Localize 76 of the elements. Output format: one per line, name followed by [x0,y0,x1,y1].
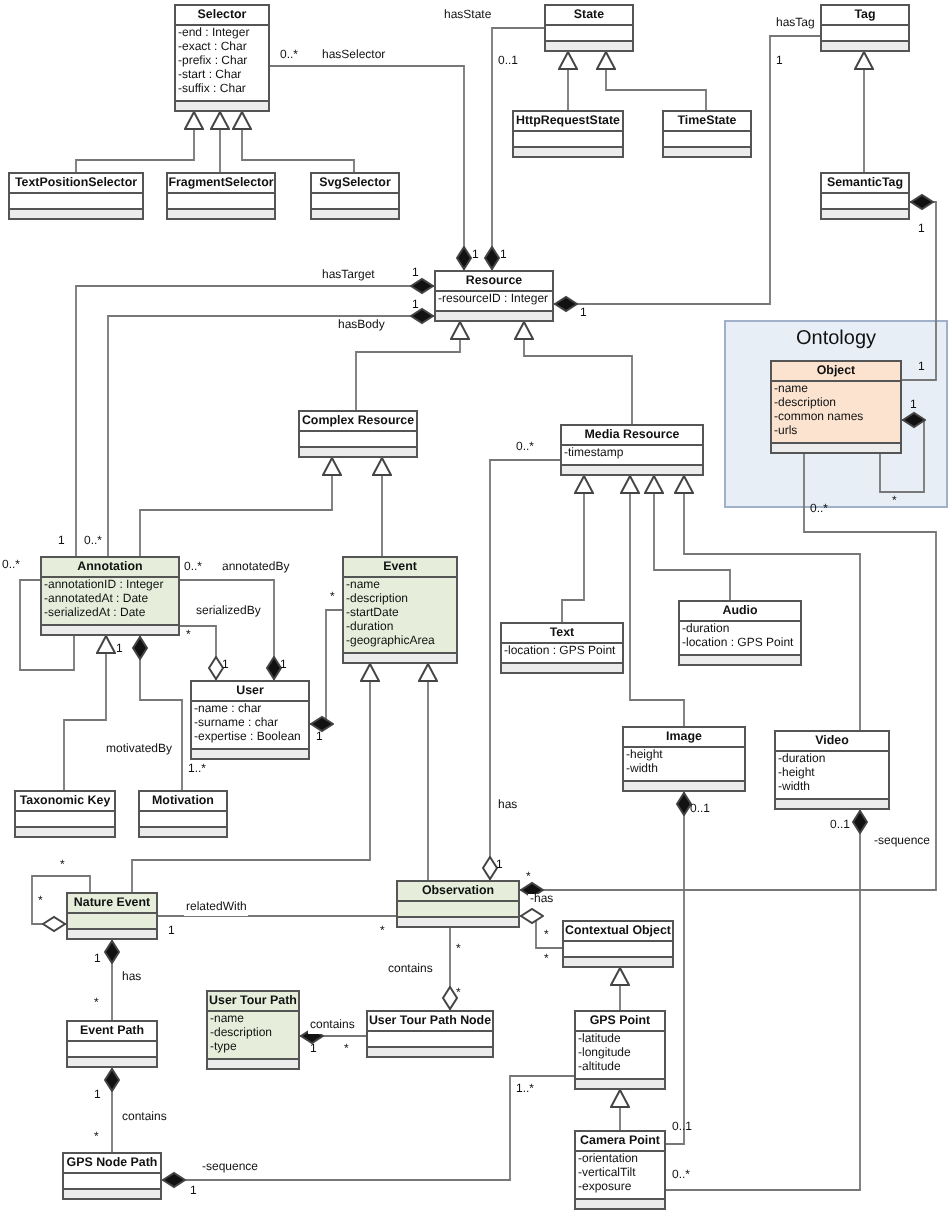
composition-line [161,1075,575,1188]
composition-line [553,35,821,312]
generalization-arrow [561,475,594,623]
generalization-arrow [63,635,116,791]
generalization-arrow [210,111,230,173]
composition-line [901,194,937,381]
class-box [562,920,674,968]
class-box [166,172,276,220]
generalization-arrow [674,475,861,731]
class-box [14,790,116,838]
class-box [544,4,634,52]
class-box [434,270,554,322]
class-box [774,730,890,810]
generalization-arrow [620,475,685,727]
composition-line [442,927,458,1011]
generalization-arrow [514,321,633,425]
association-line [157,915,397,917]
composition-line [519,908,563,949]
composition-line [665,791,692,1145]
class-box [500,622,624,674]
class-box [622,726,746,792]
generalization-arrow [139,457,342,557]
composition-line [31,875,91,932]
class-box [820,172,910,220]
class-box [298,410,418,458]
generalization-arrow [558,51,578,111]
class-box [574,1130,666,1210]
class-box [66,892,158,940]
class-box [770,360,902,454]
generalization-arrow [610,967,630,1011]
class-box [174,4,270,112]
generalization-arrow [610,1089,630,1131]
generalization-arrow [372,457,392,557]
package-frame [724,320,948,508]
composition-line [519,453,937,898]
class-box [190,680,310,760]
class-box [366,1010,494,1058]
composition-line [179,625,224,681]
generalization-arrow [418,663,438,881]
class-box [342,556,458,664]
class-box [62,1152,162,1200]
class-box [560,424,704,476]
composition-line [179,579,282,681]
generalization-arrow [854,51,874,173]
composition-line [107,308,435,557]
class-box [662,110,752,158]
class-box [40,556,180,636]
association-line [19,579,75,671]
class-box [66,1020,158,1068]
class-box [678,600,802,666]
composition-line [879,412,926,493]
composition-line [482,459,561,881]
composition-line [104,1067,120,1153]
composition-line [132,635,183,791]
composition-line [269,65,472,271]
composition-line [309,609,343,732]
class-box [574,1010,666,1090]
generalization-arrow [644,475,731,601]
class-box [8,172,144,220]
generalization-arrow [232,111,355,173]
composition-line [665,809,868,1191]
class-box [310,172,400,220]
generalization-arrow [596,51,707,111]
composition-line [484,27,545,271]
composition-line [299,1028,367,1044]
composition-line [75,278,435,557]
class-box [820,4,910,52]
class-box [396,880,520,928]
class-box [138,790,228,838]
package-title: Ontology [793,328,879,352]
generalization-arrow [75,111,204,173]
generalization-arrow [355,321,470,411]
class-box [206,990,300,1070]
generalization-arrow [131,663,380,893]
class-box [512,110,624,158]
composition-line [104,939,120,1021]
